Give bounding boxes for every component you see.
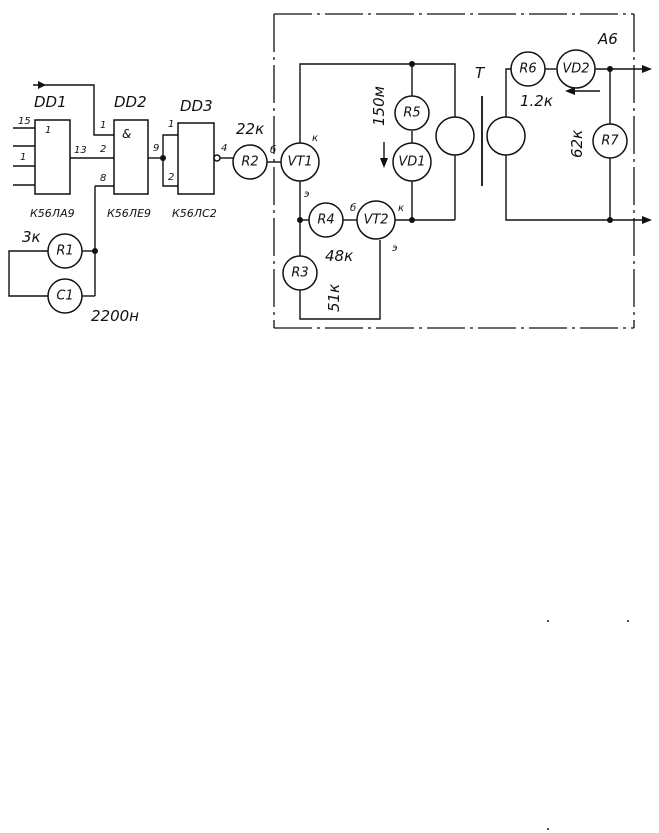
- vt1-emitter-label: э: [304, 189, 310, 200]
- r6-value: 1.2к: [520, 92, 553, 110]
- gate-dd1: [13, 119, 114, 195]
- current-arrow-icon: [380, 142, 388, 168]
- r2-value: 22к: [236, 120, 264, 138]
- primary-circuit-wiring: [299, 63, 456, 320]
- c1-value: 2200н: [91, 307, 139, 325]
- r2-ref: R2: [241, 155, 258, 170]
- dd3-pin-1: 1: [168, 119, 174, 130]
- c1-ref: C1: [56, 289, 73, 304]
- transistor-vt2: [356, 200, 396, 240]
- block-a6-border: [273, 13, 635, 329]
- dd1-name: DD1: [34, 93, 67, 111]
- resistor-r4: [308, 202, 344, 238]
- vt1-base-label: б: [270, 144, 276, 156]
- dd1-type: К56ЛА9: [30, 207, 75, 220]
- vt1-ref: VT1: [287, 155, 312, 170]
- r3-value: 51к: [325, 284, 343, 312]
- transformer-primary-winding: [435, 116, 475, 156]
- secondary-circuit-wiring: [505, 68, 650, 221]
- dd1-pin-1: 1: [20, 152, 26, 163]
- dd3-pin-4: 4: [221, 143, 227, 154]
- gate-dd2: [33, 81, 163, 195]
- vt2-ref: VT2: [363, 213, 388, 228]
- r7-value: 62к: [568, 130, 586, 158]
- r5-ref: R5: [403, 106, 420, 121]
- resistor-r3: [282, 255, 318, 291]
- vd2-ref: VD2: [562, 62, 589, 77]
- r5-value: 150м: [370, 86, 388, 126]
- capacitor-c1: [47, 278, 83, 314]
- r6-ref: R6: [519, 62, 536, 77]
- dd2-pin-9: 9: [153, 143, 159, 154]
- r1-ref: R1: [56, 244, 73, 259]
- output-arrow-icon: [642, 216, 652, 224]
- vt2-base-label: б: [350, 202, 356, 214]
- resistor-r7: [592, 123, 628, 159]
- dd2-pin-1: 1: [100, 120, 106, 131]
- block-a6-label: A6: [597, 30, 618, 48]
- resistor-r5: [394, 95, 430, 131]
- diode-vd1: [392, 142, 432, 182]
- vt1-collector-label: к: [312, 133, 318, 144]
- dd3-pin-2: 2: [168, 172, 174, 183]
- dd1-pin-13: 13: [74, 145, 87, 156]
- dd3-type: К56ЛС2: [172, 207, 217, 220]
- dd2-type: К56ЛЕ9: [107, 207, 151, 220]
- r1-value: 3к: [22, 228, 41, 246]
- output-arrow-icon: [642, 65, 652, 73]
- vt2-collector-label: к: [398, 203, 404, 214]
- dd2-pin-2: 2: [100, 144, 106, 155]
- dd2-name: DD2: [114, 93, 147, 111]
- diode-vd2: [556, 49, 596, 89]
- page-speck: [627, 620, 629, 622]
- page-speck: [547, 828, 549, 830]
- inverter-bubble-icon: [213, 154, 221, 162]
- vt2-emitter-label: э: [392, 243, 398, 254]
- r7-ref: R7: [601, 134, 619, 149]
- r4-value: 48к: [325, 247, 353, 265]
- page-speck: [547, 620, 549, 622]
- current-arrow-icon: [565, 87, 600, 95]
- gate-dd3: [162, 122, 233, 195]
- r4-ref: R4: [317, 213, 334, 228]
- dd3-name: DD3: [180, 97, 213, 115]
- input-arrow-icon: [38, 81, 46, 89]
- transformer-ref: T: [475, 64, 486, 82]
- dd2-pin-8: 8: [100, 173, 106, 184]
- dd2-symbol: &: [122, 127, 131, 141]
- dd1-symbol: 1: [45, 125, 51, 136]
- resistor-r1: [47, 233, 83, 269]
- transformer-secondary-winding: [486, 116, 526, 156]
- dd1-pin-15: 15: [18, 116, 31, 127]
- resistor-r6: [510, 51, 546, 87]
- vd1-ref: VD1: [398, 155, 425, 170]
- transformer-t: [435, 96, 526, 186]
- r3-ref: R3: [291, 266, 308, 281]
